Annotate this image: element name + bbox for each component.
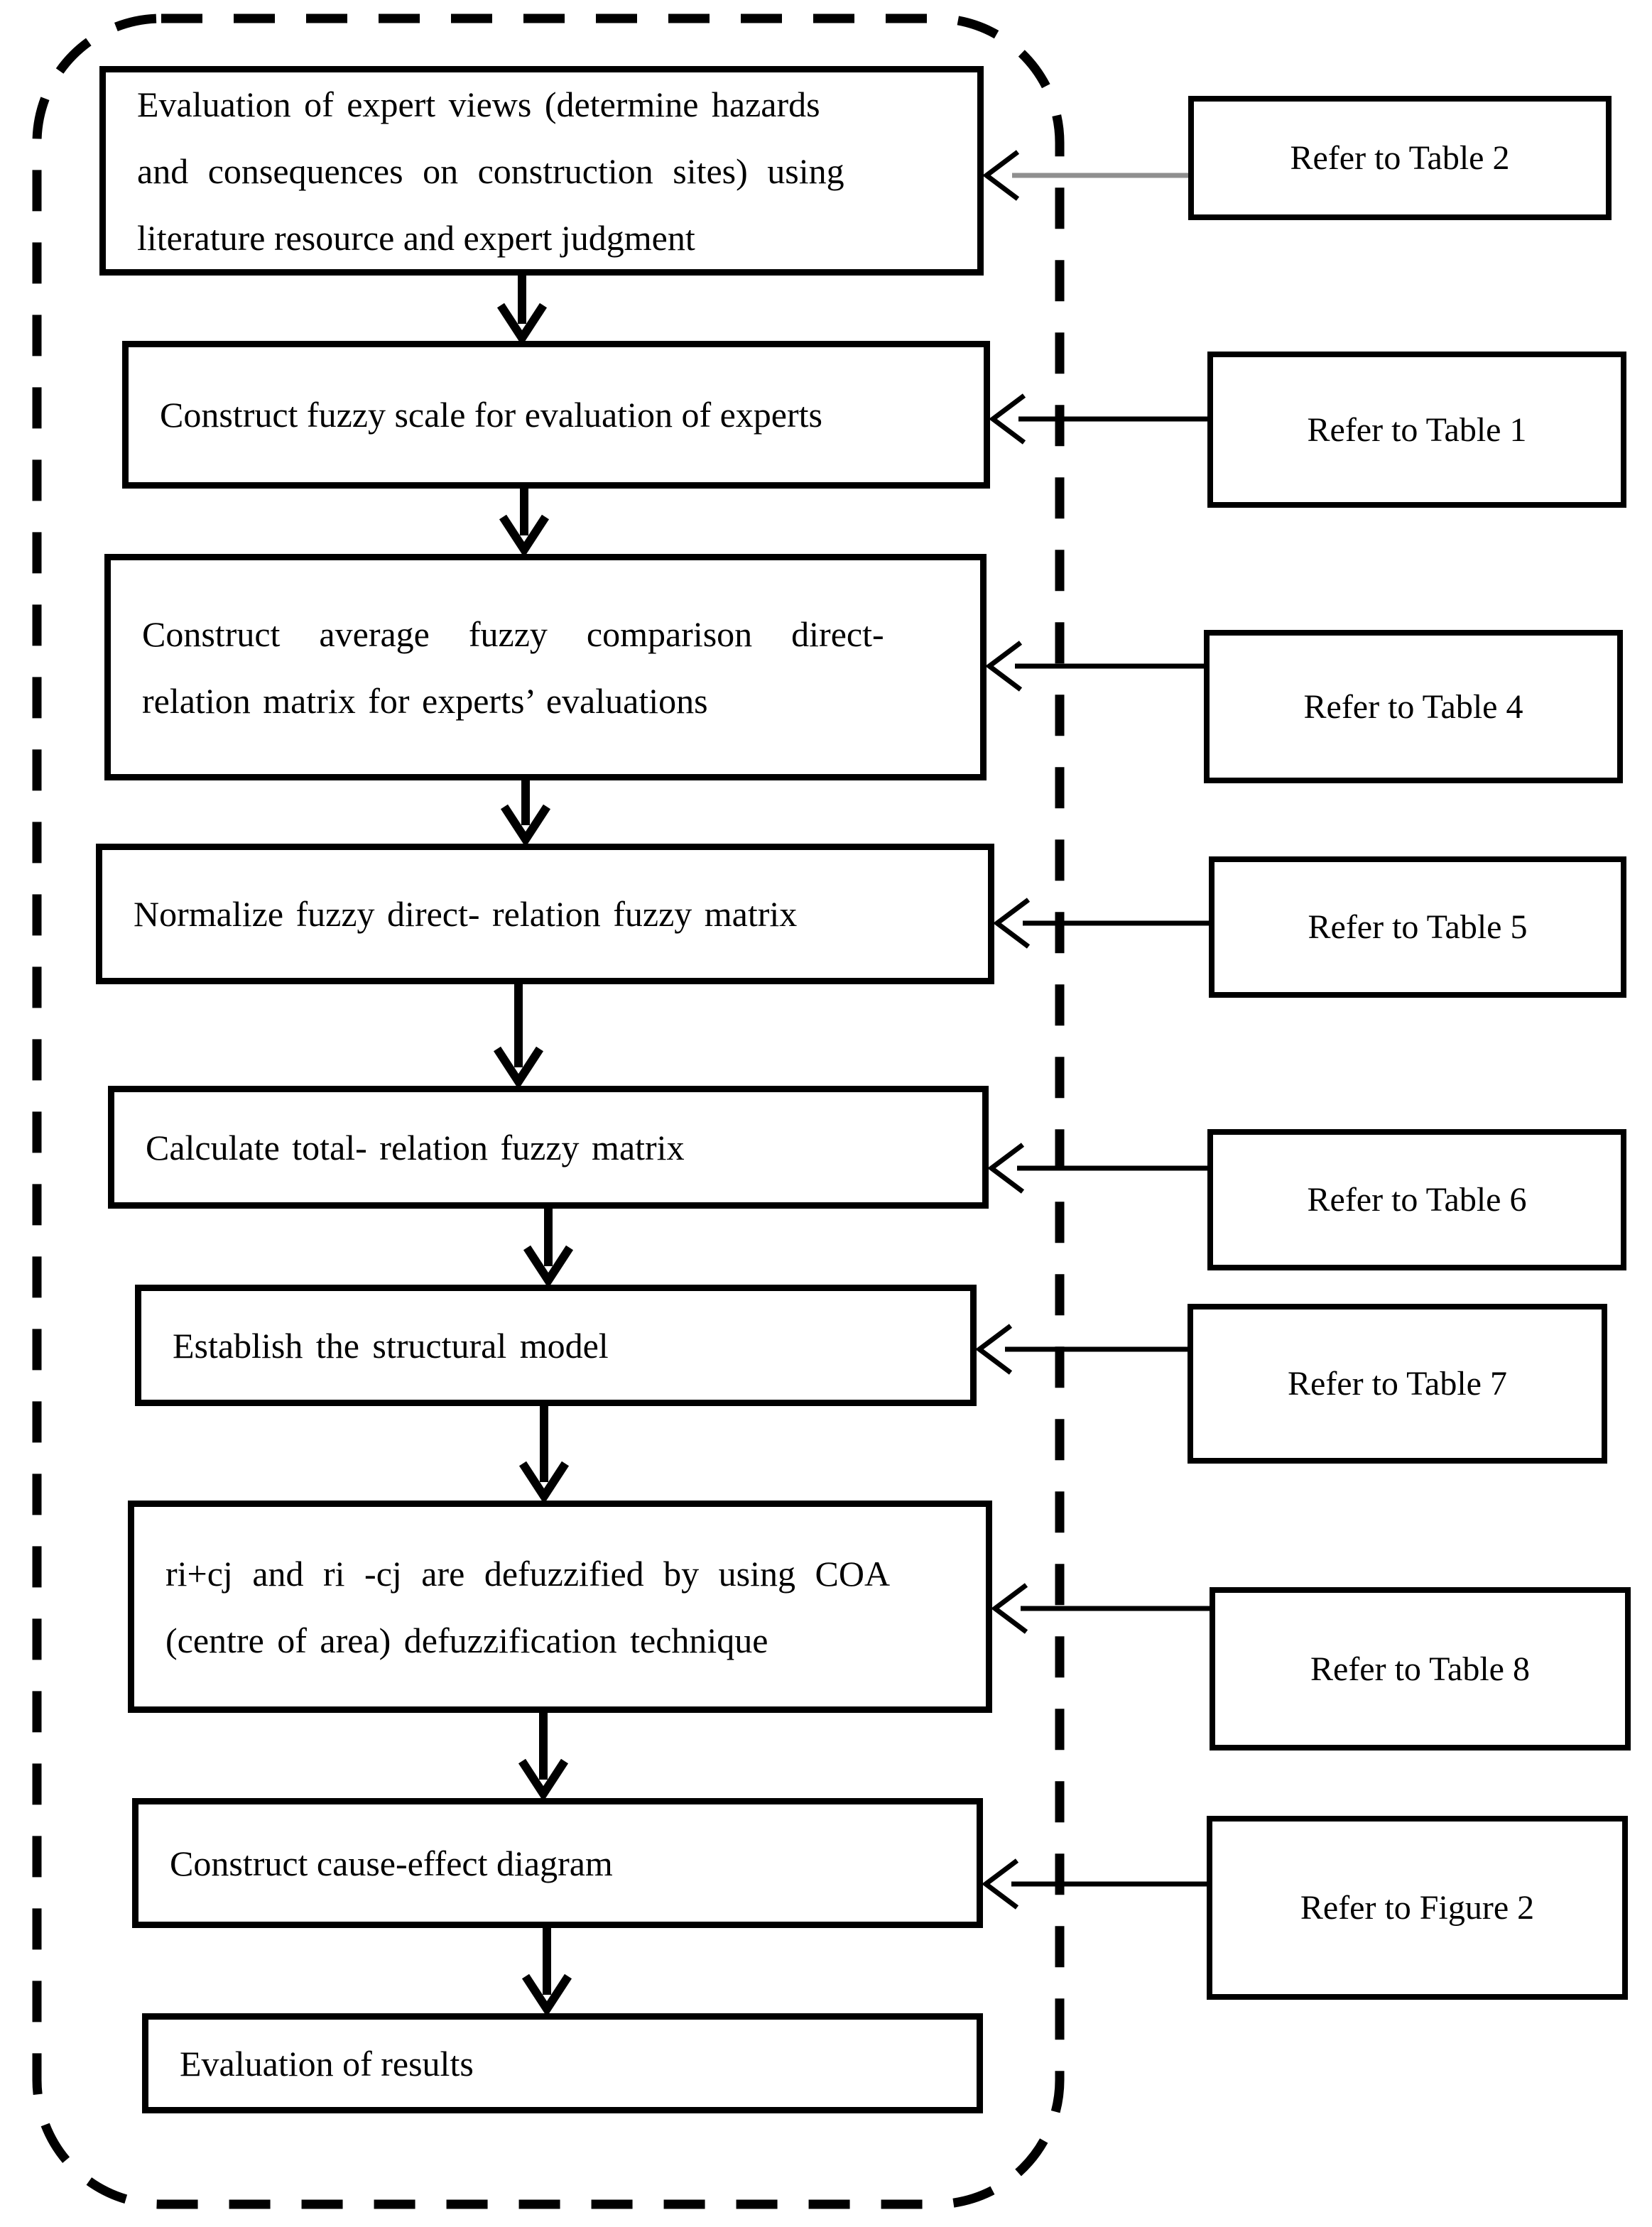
step-text-line: and consequences on construction sites) … xyxy=(137,151,844,191)
step-text-line: Evaluation of expert views (determine ha… xyxy=(137,84,820,124)
reference-box-table-4: Refer to Table 4 xyxy=(1204,630,1623,783)
reference-label: Refer to Table 1 xyxy=(1307,410,1527,449)
down-arrow-head xyxy=(493,1046,544,1089)
step-text-line: Establish the structural model xyxy=(173,1325,609,1366)
reference-box-figure-2: Refer to Figure 2 xyxy=(1207,1816,1628,2000)
reference-label: Refer to Figure 2 xyxy=(1300,1889,1535,1927)
reference-label: Refer to Table 5 xyxy=(1308,908,1528,946)
reference-box-table-1: Refer to Table 1 xyxy=(1207,352,1626,508)
connector-arrowhead xyxy=(989,393,1026,445)
reference-box-table-2: Refer to Table 2 xyxy=(1188,96,1612,220)
connector-arrowhead xyxy=(982,1858,1019,1910)
down-arrow-head xyxy=(523,1245,574,1288)
flow-step-9: Evaluation of results xyxy=(142,2013,983,2113)
reference-box-table-5: Refer to Table 5 xyxy=(1209,856,1626,998)
down-arrow-head xyxy=(521,1973,572,2017)
reference-box-table-7: Refer to Table 7 xyxy=(1188,1304,1607,1464)
dashed-boundary xyxy=(32,13,1065,2209)
down-arrow-head xyxy=(518,1461,570,1504)
step-text-line: Normalize fuzzy direct- relation fuzzy m… xyxy=(134,894,798,934)
step-text-line: Evaluation of results xyxy=(180,2043,474,2084)
connector-arrowhead xyxy=(982,150,1020,201)
reference-label: Refer to Table 8 xyxy=(1310,1650,1530,1688)
flow-step-7: ri+cj and ri -cj are defuzzified by usin… xyxy=(128,1501,992,1713)
reference-connectors xyxy=(975,150,1210,1910)
down-arrows xyxy=(493,274,574,2017)
down-arrow-head xyxy=(499,514,550,557)
step-text-line: Calculate total- relation fuzzy matrix xyxy=(146,1127,685,1167)
flow-step-3: Construct average fuzzy comparison direc… xyxy=(104,554,987,780)
reference-label: Refer to Table 4 xyxy=(1303,687,1523,726)
step-text-line: Construct cause-effect diagram xyxy=(170,1843,613,1883)
flow-step-2: Construct fuzzy scale for evaluation of … xyxy=(122,341,990,489)
flow-step-8: Construct cause-effect diagram xyxy=(132,1798,983,1928)
flow-step-1: Evaluation of expert views (determine ha… xyxy=(99,66,984,276)
reference-box-table-8: Refer to Table 8 xyxy=(1210,1587,1631,1750)
step-text-line: (centre of area) defuzzification techniq… xyxy=(165,1620,768,1660)
step-text-line: Construct average fuzzy comparison direc… xyxy=(142,614,884,654)
reference-box-table-6: Refer to Table 6 xyxy=(1207,1129,1626,1270)
connector-arrowhead xyxy=(991,1583,1028,1634)
flow-step-5: Calculate total- relation fuzzy matrix xyxy=(108,1086,989,1209)
connector-arrowhead xyxy=(975,1324,1013,1375)
connector-arrowhead xyxy=(993,898,1031,949)
reference-label: Refer to Table 6 xyxy=(1307,1181,1527,1219)
connector-arrowhead xyxy=(987,1143,1025,1194)
step-text-line: relation matrix for experts’ evaluations xyxy=(142,680,708,721)
step-text-line: ri+cj and ri -cj are defuzzified by usin… xyxy=(165,1553,891,1594)
down-arrow-head xyxy=(500,804,551,847)
step-text-line: literature resource and expert judgment xyxy=(137,217,695,258)
flow-step-4: Normalize fuzzy direct- relation fuzzy m… xyxy=(96,844,994,984)
reference-label: Refer to Table 2 xyxy=(1290,139,1510,177)
connector-arrowhead xyxy=(985,641,1023,692)
reference-label: Refer to Table 7 xyxy=(1288,1365,1507,1403)
flow-step-6: Establish the structural model xyxy=(135,1285,977,1406)
down-arrow-head xyxy=(518,1758,569,1802)
down-arrow-head xyxy=(496,303,548,346)
step-text-line: Construct fuzzy scale for evaluation of … xyxy=(160,395,822,435)
